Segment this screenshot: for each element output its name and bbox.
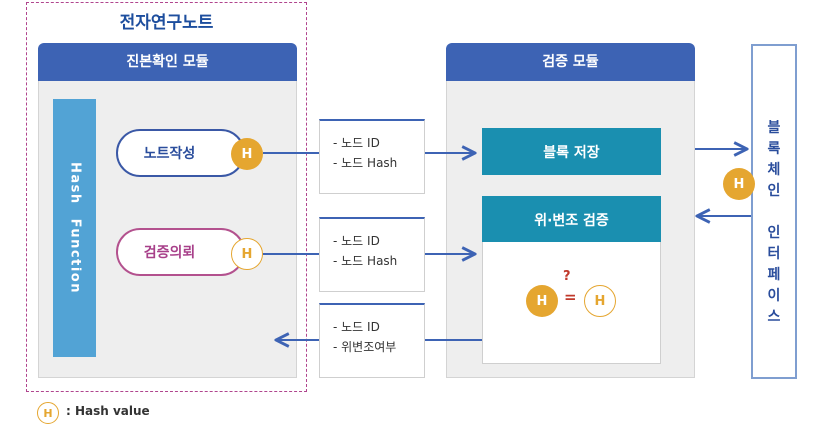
block-store-node: 블록 저장 <box>482 128 661 175</box>
message-box-result: - 노드 ID - 위변조여부 <box>319 303 425 378</box>
hash-function-bar: Hash Function <box>53 99 96 357</box>
hash-value-icon: H <box>584 285 616 317</box>
hash-value-icon: H <box>231 138 263 170</box>
message-line: - 노드 ID <box>333 234 380 248</box>
forgery-check-body <box>482 242 661 364</box>
auth-module-title: 진본확인 모듈 <box>38 43 297 81</box>
message-box-request: - 노드 ID - 노드 Hash <box>319 217 425 292</box>
message-line: - 노드 Hash <box>333 156 398 170</box>
legend-text: : Hash value <box>66 404 150 418</box>
forgery-check-node: 위·변조 검증 <box>482 196 661 243</box>
message-line: - 위변조여부 <box>333 340 397 354</box>
hash-value-icon: H <box>231 238 263 270</box>
verify-module-title: 검증 모듈 <box>446 43 695 81</box>
compare-question-mark: ? <box>563 269 571 284</box>
message-line: - 노드 Hash <box>333 254 398 268</box>
message-line: - 노드 ID <box>333 136 380 150</box>
compare-equals-sign: = <box>564 288 577 306</box>
message-line: - 노드 ID <box>333 320 380 334</box>
hash-value-icon: H <box>723 168 755 200</box>
research-note-container <box>26 2 307 392</box>
research-note-title: 전자연구노트 <box>119 13 214 33</box>
hash-value-icon: H <box>526 285 558 317</box>
legend-hash-icon: H <box>37 402 59 424</box>
write-note-node: 노트작성 <box>116 129 245 177</box>
message-box-store: - 노드 ID - 노드 Hash <box>319 119 425 194</box>
